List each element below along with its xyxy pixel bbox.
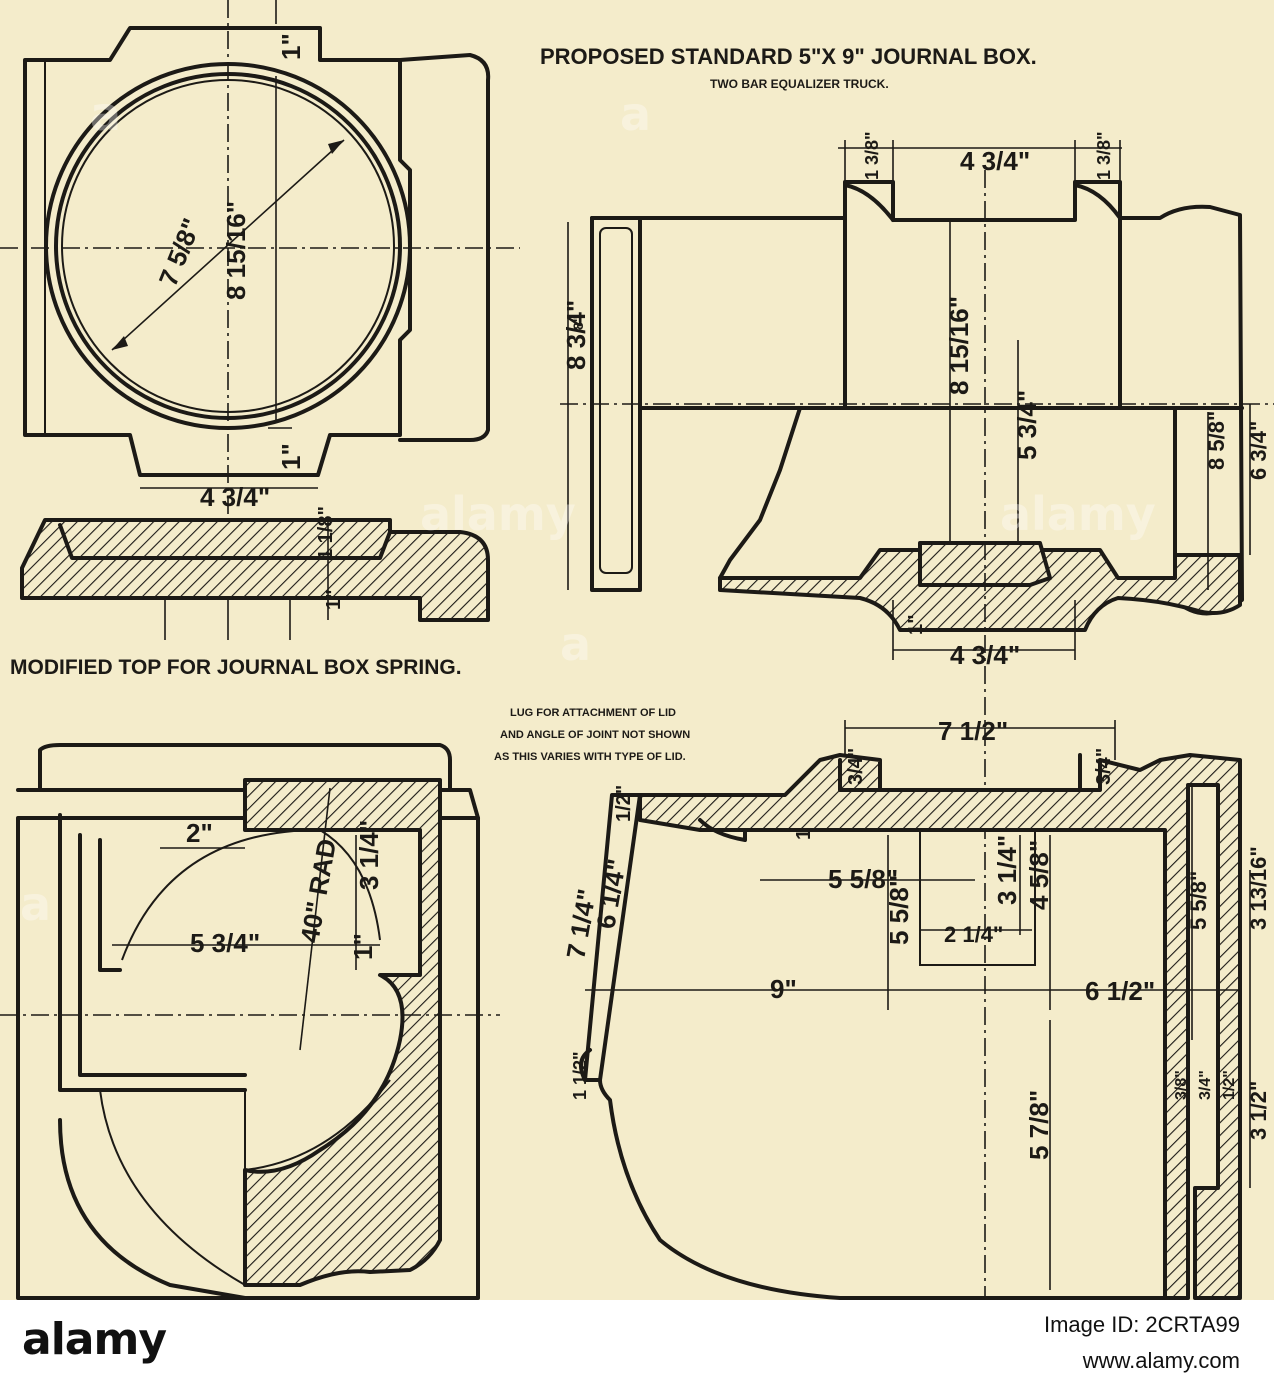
dim-1-1-2-b: 1 1/2": [570, 1051, 590, 1100]
svg-text:alamy: alamy: [420, 487, 576, 541]
dim-4-3-4: 4 3/4": [200, 482, 270, 512]
dim-5-3-4: 5 3/4": [1012, 390, 1042, 460]
watermark: a a alamy a a alamy: [20, 87, 1156, 931]
dim-3-4-a: 3/4": [845, 748, 867, 785]
dim-1-bottom: 1": [276, 443, 306, 470]
dim-4-3-4-bot: 4 3/4": [950, 640, 1020, 670]
stock-footer-bar: alamy Image ID: 2CRTA99 www.alamy.com: [0, 1300, 1274, 1390]
dim-5-5-8-r: 5 5/8": [1186, 871, 1211, 930]
dim-6-1-4: 6 1/4": [590, 857, 632, 931]
dim-1-2: 1/2": [613, 785, 635, 822]
dim-1-2-b: 1/2": [1221, 1070, 1238, 1100]
lug-note-line-2: AND ANGLE OF JOINT NOT SHOWN: [500, 729, 690, 741]
drawing-subtitle: TWO BAR EQUALIZER TRUCK.: [710, 77, 889, 91]
dim-2-1-4: 2 1/4": [944, 922, 1003, 947]
dim-40-rad: 40" RAD: [294, 837, 342, 945]
svg-text:alamy: alamy: [1000, 487, 1156, 541]
site-url: www.alamy.com: [1082, 1348, 1240, 1373]
dim-8-3-4: 8 3/4": [561, 300, 591, 370]
dim-6-3-4: 6 3/4": [1246, 421, 1271, 480]
brand-logo: alamy: [22, 1314, 167, 1365]
dim-1-s: 1": [323, 589, 345, 610]
modified-top-caption: MODIFIED TOP FOR JOURNAL BOX SPRING.: [10, 656, 462, 679]
dim-8-15-16-side: 8 15/16": [944, 296, 974, 395]
lug-note-line-3: AS THIS VARIES WITH TYPE OF LID.: [494, 751, 686, 763]
side-elevation-top-right: 1 3/8" 4 3/4" 1 3/8" 8 3/4" 8" 8 15/16" …: [560, 131, 1274, 1300]
dim-3-1-4-b: 3 1/4": [992, 835, 1022, 905]
dim-9: 9": [770, 974, 797, 1004]
dim-8-small: 8": [570, 316, 586, 330]
dim-4-5-8: 4 5/8": [1024, 840, 1054, 910]
longitudinal-section-bottom-right: 7 1/2" 3/4" 3/4" 1/2" 5 5/8" 3 1/4" 4 5/…: [560, 716, 1271, 1300]
svg-text:a: a: [90, 87, 121, 141]
technical-drawing-svg: 7 5/8" 8 15/16" 1" 1" 4 3/4" 1 1/8" 1" M…: [0, 0, 1274, 1300]
dim-2: 2": [186, 818, 213, 848]
end-view-top-left: 7 5/8" 8 15/16" 1" 1" 4 3/4": [0, 0, 520, 520]
journal-box-drawing: 7 5/8" 8 15/16" 1" 1" 4 3/4" 1 1/8" 1" M…: [0, 0, 1274, 1300]
lug-note-line-1: LUG FOR ATTACHMENT OF LID: [510, 707, 676, 719]
svg-text:a: a: [620, 87, 651, 141]
dim-1-r: 1": [348, 933, 378, 960]
dim-5-5-8-v: 5 5/8": [884, 875, 914, 945]
dim-8-5-8: 8 5/8": [1204, 411, 1229, 470]
image-id-label: Image ID: 2CRTA99: [1043, 1312, 1240, 1337]
dim-1-1-8: 1 1/8": [315, 506, 337, 560]
dim-3-8: 3/8": [1173, 1070, 1190, 1100]
dim-3-4-b: 3/4": [1093, 748, 1115, 785]
dim-3-1-4: 3 1/4": [354, 820, 384, 890]
dim-6-1-2: 6 1/2": [1085, 976, 1155, 1006]
dim-1-3-8-left: 1 3/8": [862, 131, 882, 180]
modified-top-section: 1 1/8" 1" MODIFIED TOP FOR JOURNAL BOX S…: [10, 506, 490, 679]
dim-5-7-8: 5 7/8": [1024, 1090, 1054, 1160]
dim-3-13-16: 3 13/16": [1246, 846, 1271, 930]
svg-text:a: a: [20, 877, 51, 931]
lug-note: LUG FOR ATTACHMENT OF LID AND ANGLE OF J…: [494, 707, 690, 763]
dim-5-5-8: 5 5/8": [828, 864, 898, 894]
dim-3-4-c: 3/4": [1197, 1070, 1214, 1100]
dim-1-3-8-right: 1 3/8": [1094, 131, 1114, 180]
dim-5-3-4-b: 5 3/4": [190, 928, 260, 958]
svg-text:a: a: [560, 617, 591, 671]
drawing-title: PROPOSED STANDARD 5"X 9" JOURNAL BOX.: [540, 44, 1037, 69]
dim-1-top: 1": [276, 33, 306, 60]
dim-8-15-16: 8 15/16": [221, 201, 251, 300]
dim-3-1-2: 3 1/2": [1246, 1081, 1271, 1140]
dim-4-3-4-top: 4 3/4": [960, 146, 1030, 176]
title-block: PROPOSED STANDARD 5"X 9" JOURNAL BOX. TW…: [540, 44, 1037, 91]
dim-7-1-2: 7 1/2": [938, 716, 1008, 746]
dim-1-mid: 1": [905, 614, 927, 635]
dim-7-5-8: 7 5/8": [153, 214, 207, 290]
